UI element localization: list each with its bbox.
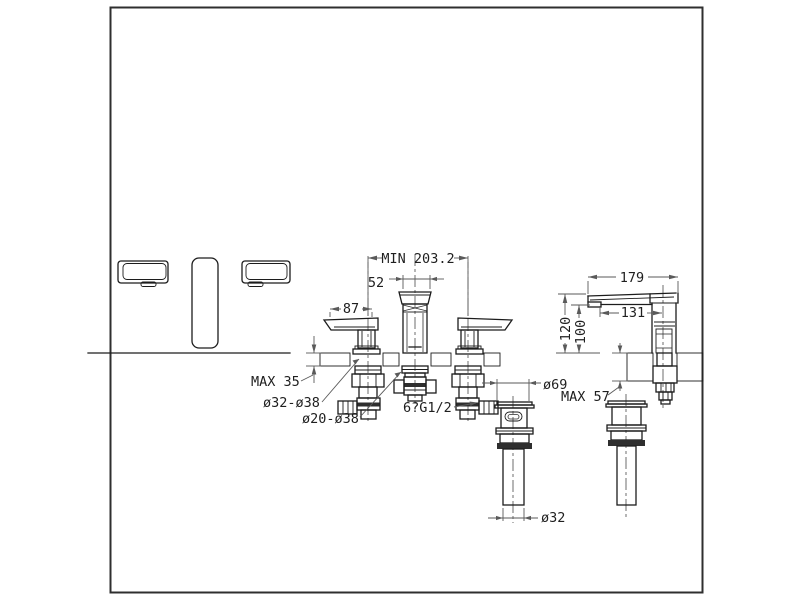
handle-length-label: 87: [343, 301, 359, 317]
left-valve-below-deck: [337, 365, 385, 420]
popup-drain-front: [494, 401, 535, 506]
deck-hatch-segment: [430, 352, 452, 367]
outlet-reach-label: 131: [621, 305, 645, 321]
dim-drain-flange: [482, 379, 541, 401]
dim-drain-tube: [488, 508, 538, 521]
spout-hole-label: ø20-ø38: [302, 411, 359, 427]
front-spout: [398, 291, 432, 354]
dim-spout-reach: [587, 274, 679, 294]
dim-outlet-reach: [599, 306, 662, 317]
spout-shank-below-deck: [393, 365, 437, 402]
inlet-thread-label: 6?G1/2: [403, 400, 452, 416]
plan-left-handle: [117, 260, 169, 284]
drain-overflow-hole: [504, 411, 523, 422]
front-left-handle: [322, 317, 381, 355]
left-valve-side-fitting: [337, 400, 358, 415]
plan-right-handle-inner: [245, 263, 288, 280]
plan-view: [87, 257, 291, 354]
spout-width-label: 52: [368, 275, 384, 291]
deck-thickness-front-label: MAX 35: [251, 374, 300, 390]
side-view-spout: [587, 292, 679, 354]
plan-left-handle-stem: [140, 281, 157, 287]
spout-reach-label: 179: [620, 270, 644, 286]
spout-aerator: [587, 301, 602, 308]
dim-handle-length: [329, 306, 373, 317]
dimension-labels: MIN 203.2 52 87 179 131 120 100 MAX 35 ø…: [251, 251, 645, 526]
leader-lines: [321, 358, 477, 418]
dim-spout-height: [558, 293, 586, 353]
drain-flange-label: ø69: [543, 377, 567, 393]
right-valve-below-deck: [451, 365, 499, 420]
border-frame: [109, 6, 704, 594]
dim-spout-width: [389, 275, 444, 289]
outlet-height-label: 100: [573, 320, 589, 344]
dim-outlet-height: [556, 304, 600, 354]
deck-hatch-segment: [483, 352, 501, 367]
min-spread-label: MIN 203.2: [381, 251, 454, 267]
drain-tube-label: ø32: [541, 510, 565, 526]
dim-deck-front: [300, 336, 321, 383]
dim-deck-spout: [607, 343, 628, 396]
drain-tube-side: [616, 445, 637, 506]
side-view-deck: [626, 352, 704, 405]
handle-hole-label: ø32-ø38: [263, 395, 320, 411]
deck-hatch-segment: [382, 352, 400, 367]
front-view-deck: [319, 352, 501, 367]
deck-hatch-segment: [319, 352, 351, 367]
plan-right-handle-stem: [247, 281, 264, 287]
plan-spout: [191, 257, 219, 349]
dim-min-spread: [367, 255, 469, 316]
popup-drain-side: [605, 400, 648, 506]
front-right-handle: [455, 317, 514, 355]
drain-tube-front: [502, 448, 525, 506]
plan-right-handle: [241, 260, 291, 284]
spout-height-label: 120: [558, 317, 574, 341]
plan-left-handle-inner: [122, 263, 167, 280]
deck-thickness-spout-label: MAX 57: [561, 389, 610, 405]
